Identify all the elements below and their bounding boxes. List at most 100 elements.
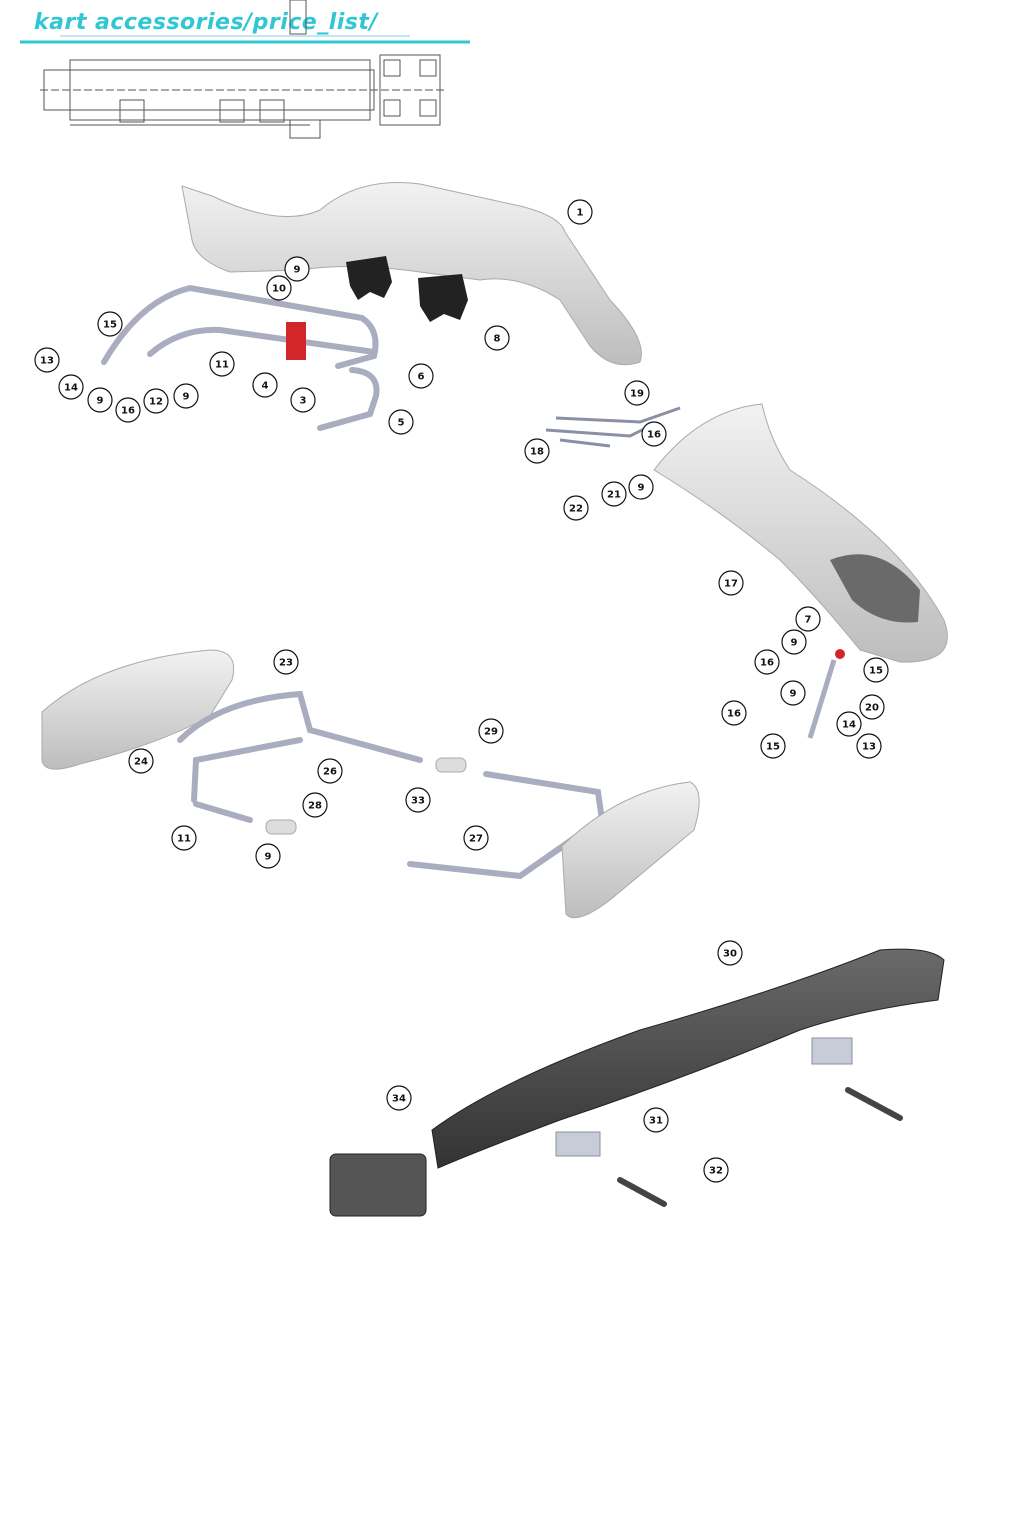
callout-circle [252,372,278,398]
callout-3: 3 [290,387,316,413]
callout-circle [601,481,627,507]
red-spacer [835,649,845,659]
callout-number: 14 [64,383,78,394]
callout-28: 28 [302,792,328,818]
callout-16: 16 [115,397,141,423]
callout-number: 8 [494,334,501,345]
callout-circle [302,792,328,818]
callout-number: 10 [272,284,286,295]
callout-number: 21 [607,490,621,501]
callout-number: 9 [97,396,104,407]
callout-circle [863,657,889,683]
upper-frame [101,284,380,431]
callout-22: 22 [563,495,589,521]
callout-number: 24 [134,757,148,768]
callout-8: 8 [484,325,510,351]
callout-24: 24 [128,748,154,774]
callout-circle [266,275,292,301]
callout-number: 16 [760,658,774,669]
callout-15: 15 [863,657,889,683]
callout-number: 19 [630,389,644,400]
fender-stay-rod [807,659,837,739]
callout-21: 21 [601,481,627,507]
callout-9: 9 [628,474,654,500]
callout-number: 9 [294,265,301,276]
callout-circle [97,311,123,337]
callout-number: 30 [723,949,737,960]
callout-number: 28 [308,801,322,812]
callout-34: 34 [386,1085,412,1111]
callout-15: 15 [97,311,123,337]
callout-circle [115,397,141,423]
callout-14: 14 [58,374,84,400]
callout-number: 15 [766,742,780,753]
callout-number: 9 [791,638,798,649]
callout-circle [478,718,504,744]
callout-number: 7 [805,615,812,626]
callout-number: 11 [215,360,229,371]
callout-9: 9 [255,843,281,869]
callout-16: 16 [721,700,747,726]
callout-number: 16 [727,709,741,720]
callout-circle [859,694,885,720]
callout-30: 30 [717,940,743,966]
side-panel [181,181,642,366]
callout-number: 9 [183,392,190,403]
callout-circle [317,758,343,784]
axle-section-drawing [40,0,445,139]
callout-number: 20 [865,703,879,714]
callout-9: 9 [780,680,806,706]
callout-26: 26 [317,758,343,784]
callout-9: 9 [173,383,199,409]
callout-31: 31 [643,1107,669,1133]
callout-circle [273,649,299,675]
callout-circle [703,1157,729,1183]
callout-number: 1 [577,208,584,219]
callout-number: 9 [790,689,797,700]
callout-circle [721,700,747,726]
callout-circle [524,438,550,464]
callout-circle [484,325,510,351]
callout-number: 32 [709,1166,723,1177]
callout-number: 14 [842,720,856,731]
callout-7: 7 [795,606,821,632]
callout-circle [388,409,414,435]
callout-number: 6 [418,372,425,383]
red-clamp [286,322,306,360]
callout-number: 13 [40,356,54,367]
callout-number: 9 [265,852,272,863]
callout-circle [795,606,821,632]
callout-number: 16 [121,406,135,417]
callout-number: 12 [149,397,163,408]
side-pod-left [41,649,235,770]
callout-number: 13 [862,742,876,753]
callout-circle [780,680,806,706]
callout-number: 4 [262,381,269,392]
side-pod-right [561,781,700,919]
spacer-29 [435,757,467,773]
callout-9: 9 [781,629,807,655]
callout-number: 27 [469,834,483,845]
callout-6: 6 [408,363,434,389]
callout-16: 16 [754,649,780,675]
callout-number: 16 [647,430,661,441]
spacer-28 [265,819,297,835]
callout-number: 26 [323,767,337,778]
fender-vent [830,554,920,623]
callout-number: 23 [279,658,293,669]
callout-circle [718,570,744,596]
callout-11: 11 [171,825,197,851]
callout-9: 9 [87,387,113,413]
bumper-end-cap [329,1153,427,1217]
callout-circle [567,199,593,225]
callout-15: 15 [760,733,786,759]
callout-circle [628,474,654,500]
callout-33: 33 [405,787,431,813]
callout-circle [405,787,431,813]
callout-9: 9 [284,256,310,282]
bumper-brackets [555,1037,853,1157]
callout-circle [408,363,434,389]
callout-32: 32 [703,1157,729,1183]
threaded-rods [617,1087,903,1207]
callout-number: 33 [411,796,425,807]
